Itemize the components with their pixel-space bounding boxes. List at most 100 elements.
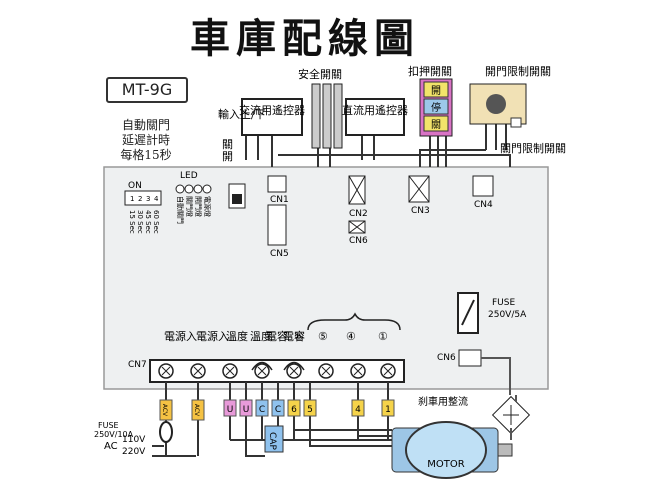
push-open-label: 開: [431, 85, 441, 97]
terminal-label: 電容: [266, 329, 288, 343]
wire-tag: [159, 399, 173, 421]
dip-desc-text: 45 Sec: [144, 210, 152, 234]
dip-desc: 15 Sec 30 Sec 45 Sec 60 Sec: [128, 210, 160, 234]
input-open-label: 開: [222, 150, 233, 163]
terminal-labels: 電源入 電源入 溫度 溫度 電容 電容 ⑥ ⑤ ④ ①: [164, 329, 388, 343]
rectifier-label: 刹車用整流: [418, 395, 468, 408]
terminal-screw-mark: [257, 366, 267, 376]
led-desc-text: 自動關門: [176, 196, 185, 224]
note-line: 延遲計時: [121, 133, 170, 147]
cn3-label: CN3: [411, 206, 430, 216]
dc-remote-label: 直流用遙控器: [342, 103, 408, 117]
wire-tag: [351, 399, 365, 417]
wire-tag: [287, 399, 301, 417]
fuse-rating: 250V/5A: [488, 310, 527, 320]
wire-tag: [271, 399, 285, 417]
push-switch-label: 扣押開關: [408, 64, 452, 78]
cn1-label: CN1: [270, 195, 289, 205]
wire-tag-label: ACV: [193, 404, 200, 417]
input-close-label: 關: [222, 138, 233, 151]
wire-tag-label: C: [275, 405, 281, 415]
note-line: 每格15秒: [120, 148, 172, 162]
dip-desc-text: 15 Sec: [128, 210, 136, 234]
cn6-label: CN6: [437, 353, 456, 363]
push-close-button[interactable]: [423, 115, 449, 132]
cn4-label: CN4: [474, 200, 493, 210]
push-close-label: 關: [431, 119, 441, 131]
model-badge: MT-9G: [106, 77, 188, 103]
terminal-label: 電容: [283, 329, 305, 343]
terminal-label: ⑤: [318, 330, 328, 343]
terminal-label: 電源入: [164, 329, 197, 343]
ac-fuse-icon: [159, 421, 173, 443]
close-limit-label: 關門限制開關: [500, 142, 566, 155]
wire-tag-label: C: [259, 405, 265, 415]
wire-tag-label: U: [243, 405, 250, 415]
fuse-ac-label: FUSE: [98, 421, 119, 430]
dip-num: 2: [138, 195, 142, 203]
wire-tag: [381, 399, 395, 417]
terminal-label: 溫度: [250, 329, 272, 343]
terminal-screw-mark: [193, 366, 203, 376]
auto-close-note: 自動關門 延遲計時 每格15秒: [100, 118, 192, 163]
wire-tag-label: 4: [355, 405, 361, 415]
safety-switch-label: 安全開關: [298, 67, 342, 81]
terminal-label: ⑥: [294, 330, 304, 343]
wire-tag: [239, 399, 253, 417]
fuse-ac-rating: 250V/10A: [94, 430, 134, 439]
dip-num: 4: [154, 195, 159, 203]
push-stop-label: 停: [431, 101, 441, 114]
ac-remote-label: 交流用遙控器: [239, 103, 305, 117]
terminal-screw-mark: [353, 366, 363, 376]
dip-on-label: ON: [128, 181, 142, 191]
wire-tag-label: 1: [385, 405, 391, 415]
ac-220v: 220V: [122, 447, 146, 457]
wire-tag: [223, 399, 237, 417]
cn2-label: CN2: [349, 209, 368, 219]
terminal-label: ④: [346, 330, 356, 343]
input-updown-label: 輸入上/下: [218, 107, 266, 121]
dip-switch[interactable]: [124, 190, 162, 206]
cn6-connector: [458, 349, 482, 367]
push-stop-button[interactable]: [423, 98, 449, 115]
terminal-label: ①: [378, 330, 388, 343]
cn4-connector: [472, 175, 494, 197]
wire-tag: [303, 399, 317, 417]
wire-tag: [191, 399, 205, 421]
push-open-button[interactable]: [423, 81, 449, 98]
cn6-top-label: CN6: [349, 236, 368, 246]
wire-tag-label: 6: [291, 405, 297, 415]
terminal-screw-mark: [321, 366, 331, 376]
terminal-screw-mark: [161, 366, 171, 376]
led-desc-text: 電源燈: [203, 196, 212, 217]
dip-desc-text: 60 Sec: [152, 210, 160, 234]
cn7-label: CN7: [128, 360, 147, 370]
dip-desc-text: 30 Sec: [136, 210, 144, 234]
cap-label: CAP: [267, 432, 277, 450]
terminal-screw-mark: [225, 366, 235, 376]
dip-num: 1: [130, 195, 134, 203]
led-desc-text: 關門燈: [185, 196, 194, 217]
capacitor: [264, 425, 284, 453]
terminal-screw-mark: [383, 366, 393, 376]
terminal-screws: [158, 363, 396, 379]
ac-remote-box: [241, 98, 303, 136]
safety-switch: [311, 83, 343, 149]
wire-tag-label: 5: [307, 405, 313, 415]
led-label: LED: [180, 171, 198, 181]
cn5-label: CN5: [270, 249, 289, 259]
page-title: 車庫配線圖: [190, 15, 420, 62]
wire-tag: [255, 399, 269, 417]
fuse-label: FUSE: [492, 298, 515, 308]
led-desc-text: 開門燈: [194, 196, 203, 217]
dc-remote-box: [345, 98, 405, 136]
ac-label: AC: [104, 441, 118, 452]
cn5-connector: [267, 204, 287, 246]
led-row: [175, 184, 212, 194]
dip-num: 3: [146, 195, 150, 203]
wire-tag-label: U: [227, 405, 234, 415]
cn1-connector: [267, 175, 287, 193]
